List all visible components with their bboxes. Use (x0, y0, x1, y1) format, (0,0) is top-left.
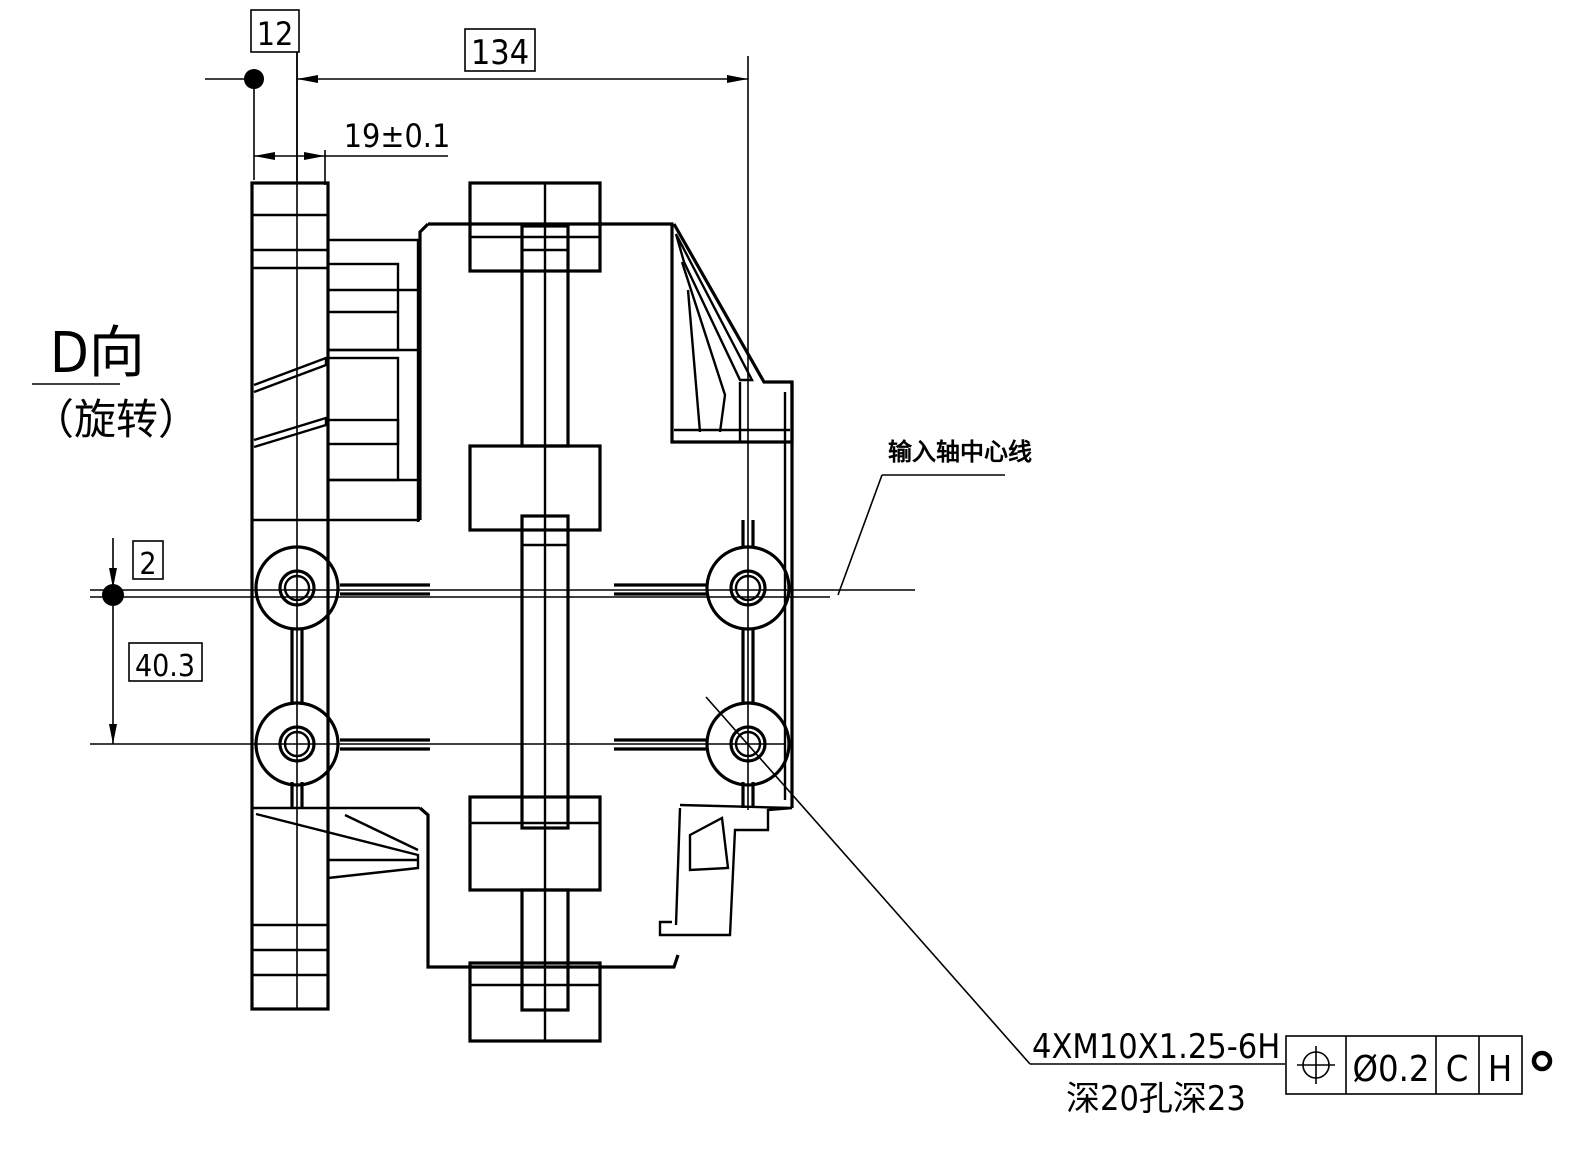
boss-bottom-right (705, 701, 791, 787)
position-symbol-icon (1297, 1046, 1335, 1084)
dimension-group-left: 2 40.3 (90, 538, 915, 745)
dimension-box-12 (250, 9, 300, 53)
part-body (250, 52, 794, 1043)
thread-callout: 4XM10X1.25-6H 深20孔深23 (705, 696, 1285, 1119)
bearing-cap-bottom (468, 961, 602, 1043)
thread-depth-text: 深20孔深23 (1066, 1079, 1246, 1119)
datum-h: H (1488, 1049, 1512, 1090)
boss-top-right (705, 545, 791, 631)
view-label-subtitle: （旋转） (32, 395, 200, 444)
centerline-label: 输入轴中心线 (888, 438, 1032, 466)
dimension-40-3-text: 40.3 (135, 649, 195, 684)
dimension-19-text: 19±0.1 (344, 117, 451, 155)
view-label-title: D向 (50, 321, 145, 386)
view-label: D向 （旋转） (32, 321, 200, 444)
tolerance-frame: Ø0.2 C H (1285, 1035, 1553, 1095)
bearing-cap-lower (468, 795, 602, 892)
dimension-134-text: 134 (471, 33, 529, 73)
datum-dot-left (102, 584, 124, 606)
datum-c: C (1446, 1049, 1469, 1090)
dimension-box-2 (132, 540, 164, 580)
centerline-note: 输入轴中心线 (837, 438, 1032, 596)
dimension-box-134 (464, 28, 536, 72)
dimension-group-top: 12 134 19±0.1 (205, 9, 749, 810)
modifier-circle-icon (1531, 1050, 1553, 1072)
thread-spec-text: 4XM10X1.25-6H (1032, 1027, 1280, 1067)
left-flange (250, 181, 330, 1011)
dimension-box-40-3 (128, 642, 203, 682)
bearing-cap-top (468, 181, 602, 273)
tolerance-value: Ø0.2 (1353, 1049, 1430, 1090)
dimension-12-text: 12 (257, 15, 294, 53)
dimension-2-text: 2 (139, 547, 156, 582)
